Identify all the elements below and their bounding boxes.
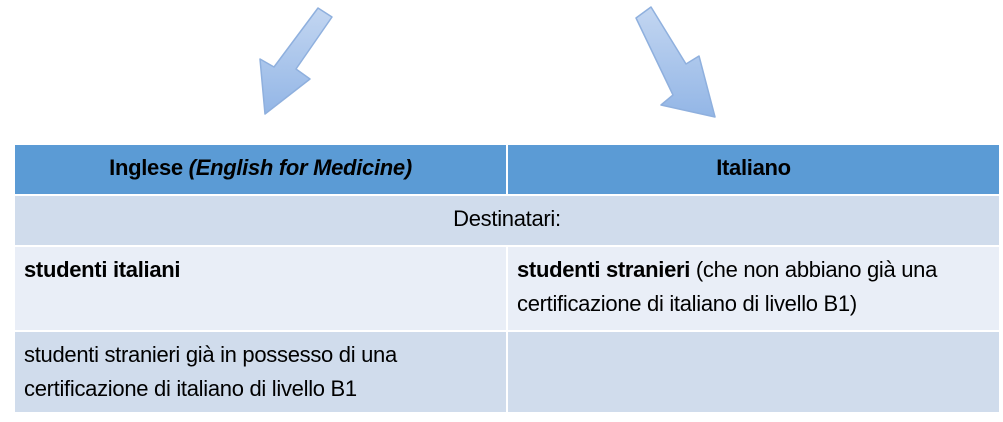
header-inglese-subtitle: (English for Medicine) [188,155,412,180]
subheader-row: Destinatari: [13,194,1001,247]
header-inglese-label: Inglese [109,155,189,180]
header-row: Inglese (English for Medicine) Italiano [13,143,1001,196]
row1-inglese-text: studenti italiani [24,257,181,282]
arrow-down-right-icon [635,6,716,118]
row1-italiano-bold: studenti stranieri [517,257,691,282]
row2-inglese: studenti stranieri già in possesso di un… [13,330,508,414]
table-row: studenti italiani studenti stranieri (ch… [13,245,1001,332]
header-italiano: Italiano [506,143,1001,196]
destinatari-label: Destinatari: [13,194,1001,247]
row1-italiano-rest: (che non abbiano già una certificazione … [517,257,938,316]
table-row: studenti stranieri già in possesso di un… [13,330,1001,414]
audience-table: Inglese (English for Medicine) Italiano … [13,143,1001,414]
row1-italiano: studenti stranieri (che non abbiano già … [506,245,1001,332]
arrow-down-left-icon [259,7,333,115]
row2-italiano [506,330,1001,414]
header-inglese: Inglese (English for Medicine) [13,143,508,196]
row1-inglese: studenti italiani [13,245,508,332]
